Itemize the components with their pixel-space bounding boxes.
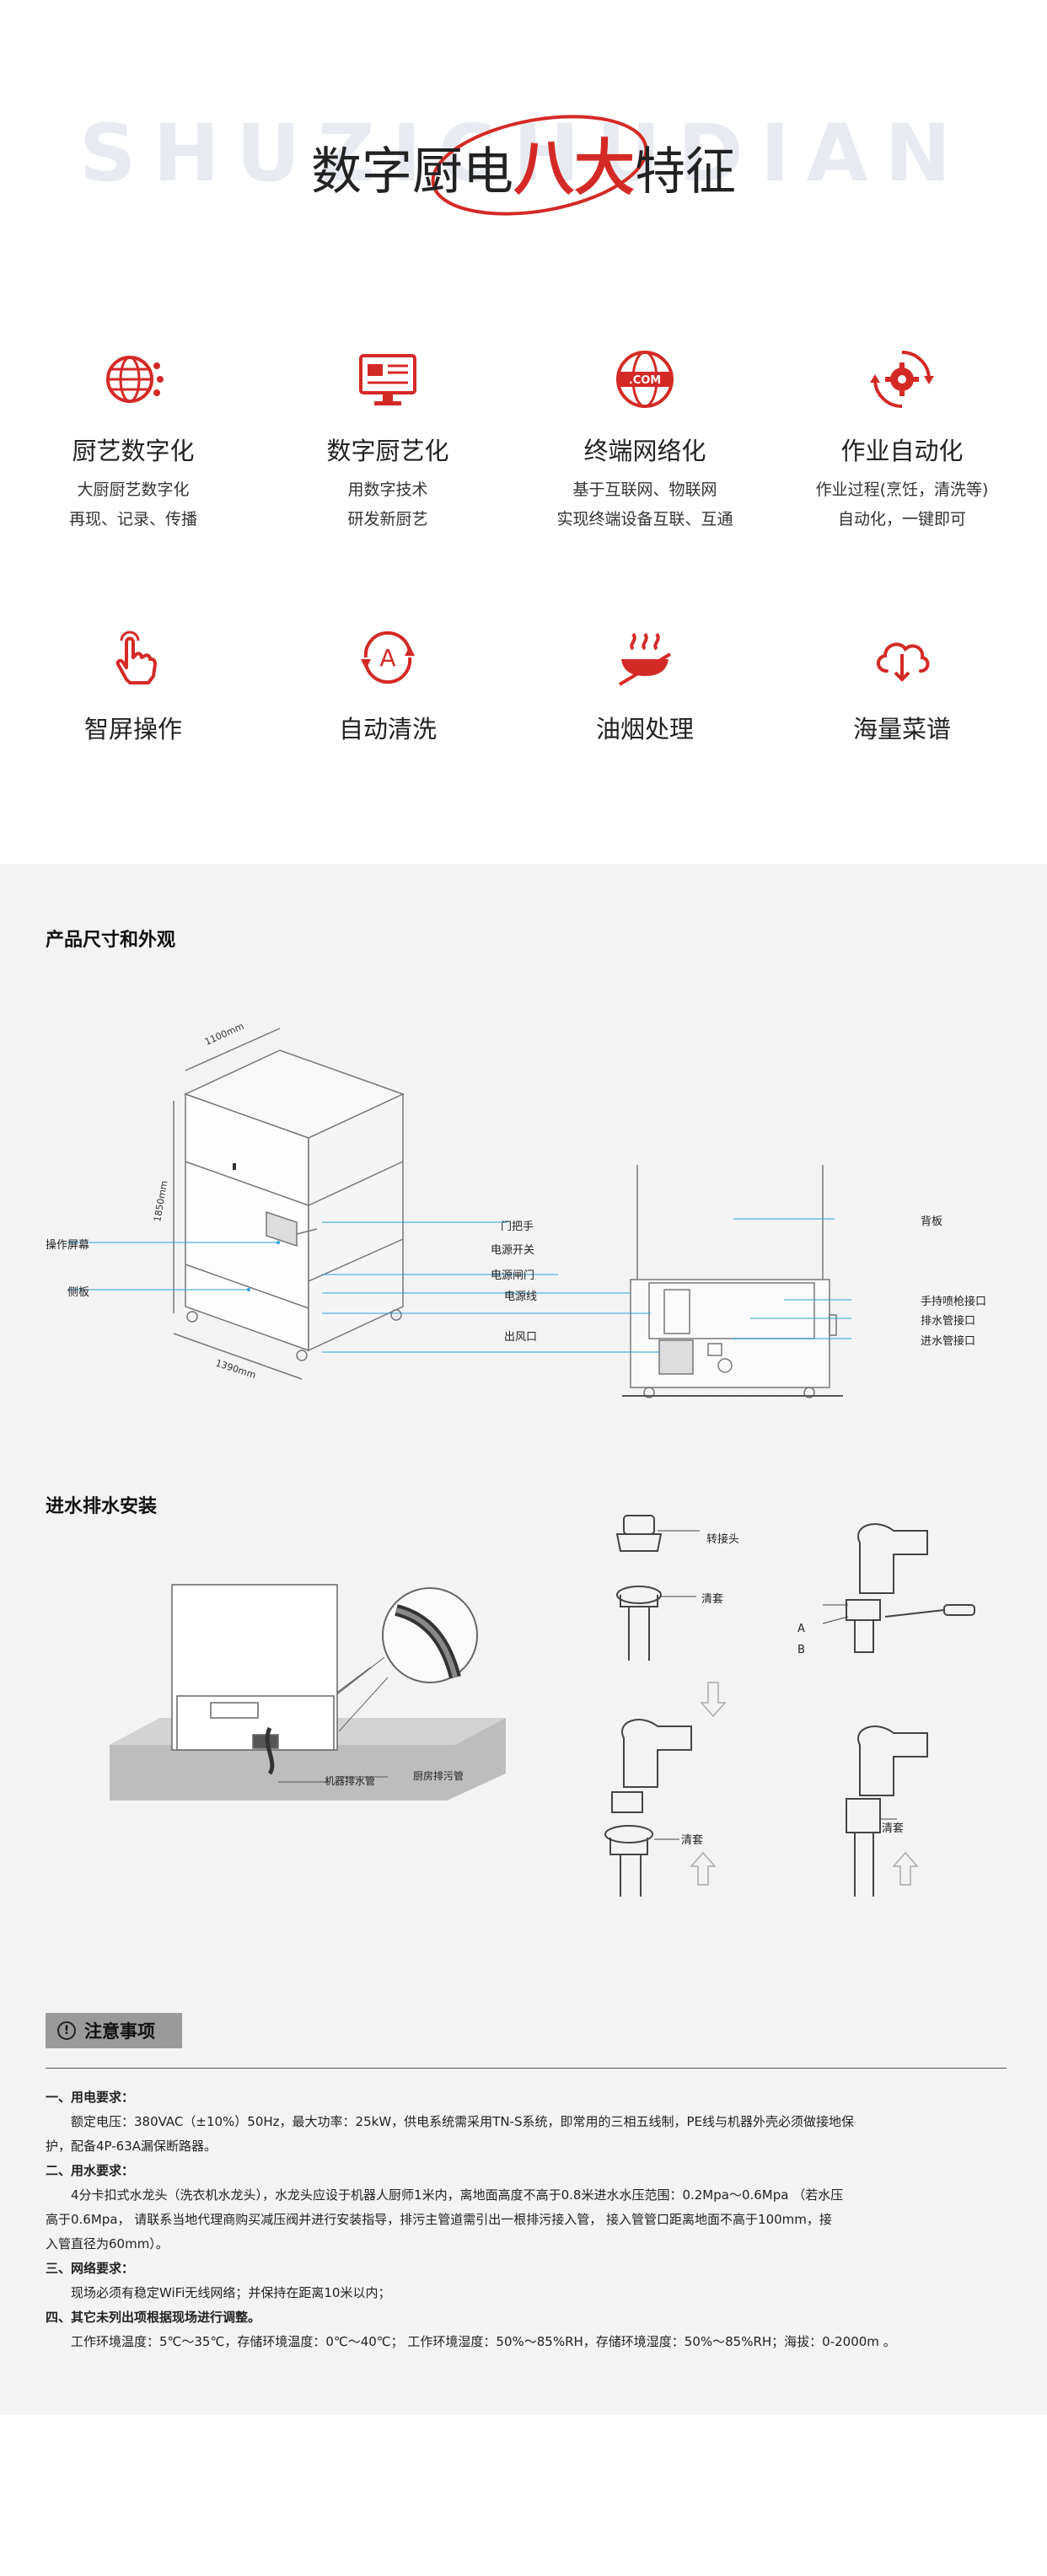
monitor-data-icon — [359, 354, 416, 405]
feature-desc-line: 基于互联网、物联网 — [572, 480, 717, 499]
dim-width-label: 1100mm — [203, 1021, 245, 1048]
feature-item: 智屏操作 — [3, 624, 264, 745]
feature-desc-line: 实现终端设备互联、互通 — [556, 510, 733, 529]
fume-pan-icon — [618, 632, 672, 686]
hero-title-accent: 八大 — [513, 132, 635, 203]
label-kitchen-drain: 厨房排污管 — [413, 1770, 464, 1782]
feature-desc-line: 自动化，一键即可 — [837, 510, 966, 529]
feature-title: 智屏操作 — [83, 715, 182, 743]
feature-title: 油烟处理 — [595, 715, 694, 743]
touch-hand-icon — [115, 631, 157, 684]
machine-back-drawing — [322, 1165, 851, 1399]
notice-heading: 四、其它未列出项根据现场进行调整。 — [46, 2310, 261, 2325]
feature-item: 作业自动化 作业过程(烹饪，清洗等) 自动化，一键即可 — [771, 346, 1033, 534]
label-operation-screen: 操作屏幕 — [46, 1239, 90, 1252]
label-inlet-port: 进水管接口 — [921, 1335, 976, 1348]
notice-paragraph: 护，配备4P-63A漏保断路器。 — [46, 2139, 217, 2154]
hero-title-block: SHUZICHUDIAN 数字厨电八大特征 — [0, 101, 1047, 236]
water-section-title: 进水排水安装 — [46, 1496, 158, 1517]
feature-item: 数字厨艺化 用数字技术 研发新厨艺 — [257, 346, 518, 534]
label-machine-drain: 机器排水管 — [325, 1775, 376, 1787]
gear-cycle-icon — [870, 351, 934, 408]
feature-item: 油烟处理 — [514, 624, 776, 745]
notice-badge-label: 注意事项 — [84, 2021, 155, 2042]
auto-clean-icon: A — [361, 631, 415, 684]
red-swoosh-ellipse — [431, 115, 648, 216]
notice-badge: ! 注意事项 — [46, 2013, 182, 2048]
hero-title-prefix: 数字厨电 — [310, 142, 513, 201]
label-sleeve: 清套 — [882, 1822, 905, 1835]
notice-paragraph: 高于0.6Mpa， 请联系当地代理商购买减压阀并进行安装指导，排污主管道需引出一… — [46, 2212, 832, 2227]
hero-title: 数字厨电八大特征 — [0, 118, 1047, 207]
label-adapter: 转接头 — [706, 1533, 740, 1546]
feature-title: 厨艺数字化 — [72, 437, 195, 465]
feature-desc: 大厨厨艺数字化 再现、记录、传播 — [3, 475, 264, 534]
dimensions-section-title: 产品尺寸和外观 — [46, 930, 176, 951]
feature-item: 海量菜谱 — [771, 624, 1033, 745]
feature-desc-line: 作业过程(烹饪，清洗等) — [815, 480, 989, 499]
notice-paragraph: 入管直径为60mm）。 — [46, 2236, 169, 2251]
label-power-cord: 电源线 — [504, 1291, 538, 1303]
label-sleeve: 清套 — [701, 1593, 724, 1606]
label-door-handle: 门把手 — [501, 1221, 534, 1233]
feature-desc-line: 大厨厨艺数字化 — [77, 480, 190, 499]
globe-network-icon — [106, 356, 164, 403]
label-air-outlet: 出风口 — [504, 1331, 538, 1344]
cloud-download-icon — [877, 642, 930, 682]
notice-paragraph: 额定电压：380VAC（±10%）50Hz，最大功率：25kW，供电系统需采用T… — [71, 2114, 855, 2129]
label-drain-port: 排水管接口 — [921, 1315, 976, 1328]
svg-text:A: A — [379, 644, 395, 672]
feature-title: 自动清洗 — [338, 715, 437, 743]
feature-desc: 用数字技术 研发新厨艺 — [257, 475, 518, 534]
feature-desc: 基于互联网、物联网 实现终端设备互联、互通 — [514, 475, 776, 534]
label-back-panel: 背板 — [921, 1216, 943, 1228]
installation-drawing — [110, 1584, 506, 1801]
feature-desc-line: 再现、记录、传播 — [68, 510, 197, 529]
feature-title: 作业自动化 — [840, 437, 964, 465]
feature-desc: 作业过程(烹饪，清洗等) 自动化，一键即可 — [771, 475, 1033, 534]
faucet-steps-drawing — [604, 1515, 975, 1897]
features-section: SHUZICHUDIAN 数字厨电八大特征 厨艺数字化 大厨厨艺数字化 再现、记… — [0, 0, 1047, 864]
feature-desc-line: 研发新厨艺 — [347, 510, 428, 529]
notice-divider — [46, 2068, 1007, 2069]
feature-item: A 自动清洗 — [257, 624, 518, 745]
feature-item: .COM 终端网络化 基于互联网、物联网 实现终端设备互联、互通 — [514, 346, 776, 534]
notice-paragraph: 4分卡扣式水龙头（洗衣机水龙头），水龙头应设于机器人厨师1米内，离地面高度不高于… — [71, 2187, 844, 2203]
exclamation-circle-icon: ! — [57, 2021, 76, 2040]
notice-content: 一、用电要求： 额定电压：380VAC（±10%）50Hz，最大功率：25kW，… — [46, 2085, 1007, 2354]
feature-item: 厨艺数字化 大厨厨艺数字化 再现、记录、传播 — [3, 346, 264, 534]
label-a: A — [797, 1623, 805, 1635]
label-side-panel: 侧板 — [67, 1286, 90, 1299]
feature-title: 数字厨艺化 — [326, 437, 449, 465]
label-sleeve: 清套 — [681, 1834, 704, 1847]
label-power-switch: 电源开关 — [491, 1244, 535, 1257]
notice-heading: 一、用电要求： — [46, 2090, 135, 2105]
label-b: B — [797, 1644, 805, 1656]
label-spray-gun-port: 手持喷枪接口 — [921, 1296, 987, 1308]
notice-paragraph: 现场必须有稳定WiFi无线网络；并保持在距离10米以内； — [71, 2285, 391, 2300]
dotcom-globe-icon: .COM — [616, 351, 674, 408]
notice-heading: 二、用水要求： — [46, 2163, 135, 2178]
label-power-gate: 电源闸门 — [491, 1269, 535, 1282]
svg-text:.COM: .COM — [629, 374, 661, 387]
feature-title: 海量菜谱 — [852, 715, 951, 743]
notice-paragraph: 工作环境温度：5℃～35℃，存储环境温度：0℃～40℃； 工作环境湿度：50%～… — [71, 2334, 896, 2349]
notice-heading: 三、网络要求： — [46, 2261, 135, 2276]
feature-title: 终端网络化 — [583, 437, 706, 465]
dim-height-label: 1850mm — [152, 1180, 169, 1223]
hero-title-suffix: 特征 — [635, 142, 736, 201]
feature-desc-line: 用数字技术 — [347, 480, 428, 499]
